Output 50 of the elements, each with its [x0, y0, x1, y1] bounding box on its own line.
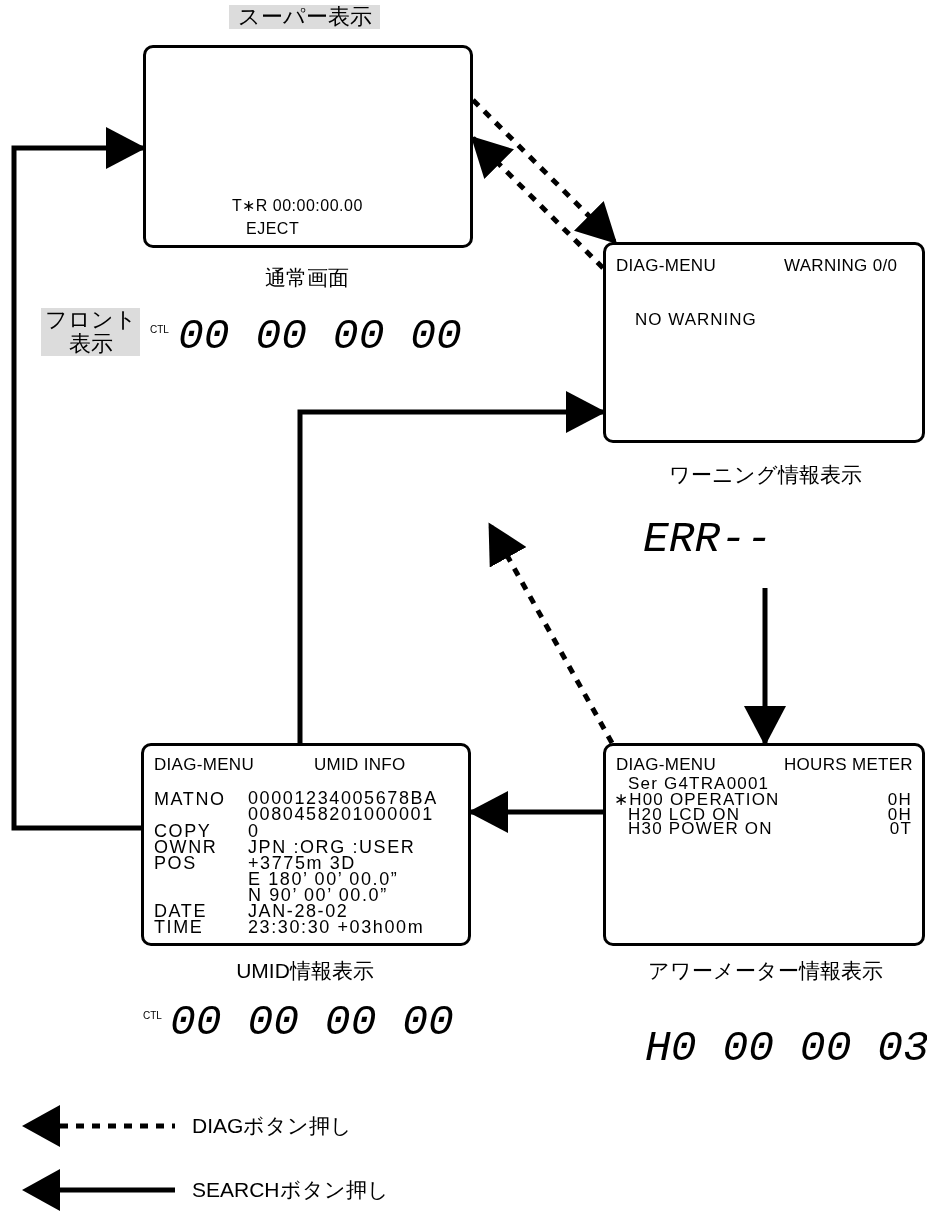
screen-text: ∗H00 OPERATION — [614, 791, 780, 808]
screen-text: DIAG-MENU — [154, 756, 254, 773]
screen-text: JPN :ORG :USER — [248, 838, 416, 856]
screen-text: T∗R 00:00:00.00 — [232, 198, 363, 214]
screen-text: HOURS METER — [784, 756, 913, 773]
screen-text: 0H — [887, 791, 912, 808]
arrow — [487, 522, 615, 745]
display-title: スーパー表示 — [229, 5, 380, 30]
screen-text: 23:30:30 +03h00m — [248, 918, 425, 936]
screen-text: DIAG-MENU — [616, 756, 716, 773]
screen-display — [603, 743, 925, 946]
screen-text: UMID INFO — [314, 756, 406, 773]
screen-text: 0T — [889, 820, 912, 837]
segment-readout: H0 00 00 03 — [645, 1025, 927, 1073]
screen-caption: 通常画面 — [265, 265, 349, 291]
screen-text: 0H — [887, 806, 912, 823]
screen-text: WARNING 0/0 — [784, 257, 898, 274]
screen-text: DATE — [154, 902, 208, 920]
segment-readout: 00 00 00 00 — [178, 313, 462, 361]
segment-readout: ERR-- — [643, 516, 773, 564]
ctl-indicator: CTL — [143, 1010, 162, 1021]
screen-text: NO WARNING — [635, 311, 757, 328]
legend-text: DIAGボタン押し — [192, 1113, 353, 1139]
screen-text: H30 POWER ON — [628, 820, 773, 837]
screen-text: JAN-28-02 — [248, 902, 349, 920]
screen-text: OWNR — [154, 838, 218, 856]
screen-text: Ser G4TRA0001 — [628, 775, 770, 792]
screen-text: TIME — [154, 918, 204, 936]
screen-text: 00001234005678BA 0080458201000001 — [248, 790, 438, 822]
screen-caption: アワーメーター情報表示 — [647, 958, 883, 984]
screen-text: MATNO — [154, 790, 226, 808]
display-label: フロント表示 — [41, 308, 140, 357]
screen-text: DIAG-MENU — [616, 257, 716, 274]
screen-text: E 180’ 00’ 00.0” — [248, 870, 399, 888]
screen-display — [603, 242, 925, 443]
screen-caption: UMID情報表示 — [236, 958, 374, 984]
screen-text: POS — [154, 854, 197, 872]
screen-text: N 90’ 00’ 00.0” — [248, 886, 388, 904]
ctl-indicator: CTL — [150, 324, 169, 335]
screen-caption: ワーニング情報表示 — [668, 462, 862, 488]
screen-text: EJECT — [246, 221, 300, 237]
segment-readout: 00 00 00 00 — [170, 999, 454, 1047]
arrow — [471, 98, 618, 245]
screen-display — [143, 45, 473, 248]
screen-display — [141, 743, 471, 946]
screen-text: 0 — [248, 822, 260, 840]
screen-text: COPY — [154, 822, 212, 840]
screen-text: +3775m 3D — [248, 854, 356, 872]
screen-text: H20 LCD ON — [628, 806, 741, 823]
legend-text: SEARCHボタン押し — [192, 1177, 389, 1203]
